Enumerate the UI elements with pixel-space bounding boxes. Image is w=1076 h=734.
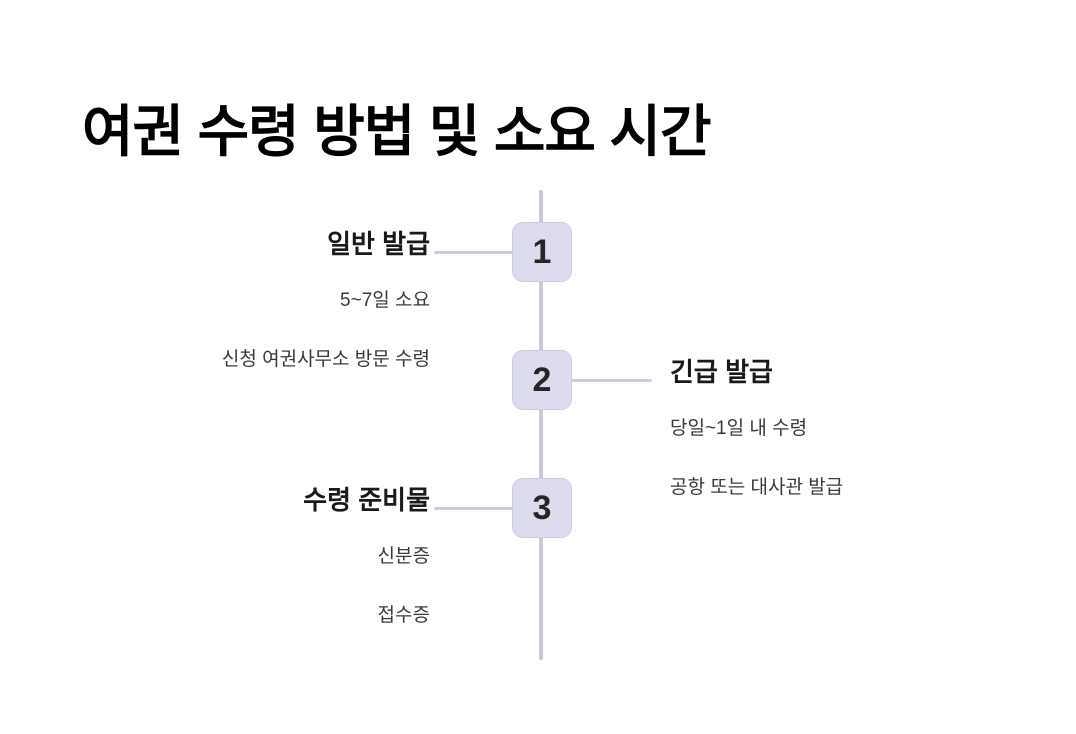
connector-step-3 bbox=[434, 507, 514, 510]
step-detail-2-2: 공항 또는 대사관 발급 bbox=[670, 476, 844, 498]
timeline-node-3[interactable]: 3 bbox=[512, 478, 572, 538]
step-detail-list-3: 신분증 접수증 bbox=[303, 545, 430, 628]
step-block-1: 일반 발급 5~7일 소요 신청 여권사무소 방문 수령 bbox=[222, 229, 430, 373]
step-heading-1: 일반 발급 bbox=[327, 229, 430, 259]
connector-step-2 bbox=[570, 379, 652, 382]
step-block-2: 긴급 발급 당일~1일 내 수령 공항 또는 대사관 발급 bbox=[670, 357, 843, 501]
timeline-node-1[interactable]: 1 bbox=[512, 222, 572, 282]
step-detail-2-1: 당일~1일 내 수령 bbox=[670, 418, 808, 440]
step-detail-list-2: 당일~1일 내 수령 공항 또는 대사관 발급 bbox=[670, 417, 843, 500]
step-heading-2: 긴급 발급 bbox=[670, 357, 773, 387]
page-title: 여권 수령 방법 및 소요 시간 bbox=[82, 99, 712, 163]
connector-step-1 bbox=[434, 251, 514, 254]
step-detail-3-1: 신분증 bbox=[377, 546, 430, 568]
step-detail-list-1: 5~7일 소요 신청 여권사무소 방문 수령 bbox=[222, 289, 430, 372]
timeline-spine bbox=[539, 190, 543, 660]
timeline-node-2[interactable]: 2 bbox=[512, 350, 572, 410]
step-detail-1-2: 신청 여권사무소 방문 수령 bbox=[221, 348, 430, 370]
step-heading-3: 수령 준비물 bbox=[303, 485, 430, 515]
step-block-3: 수령 준비물 신분증 접수증 bbox=[303, 485, 430, 629]
step-detail-3-2: 접수증 bbox=[377, 604, 430, 626]
step-detail-1-1: 5~7일 소요 bbox=[340, 290, 430, 312]
